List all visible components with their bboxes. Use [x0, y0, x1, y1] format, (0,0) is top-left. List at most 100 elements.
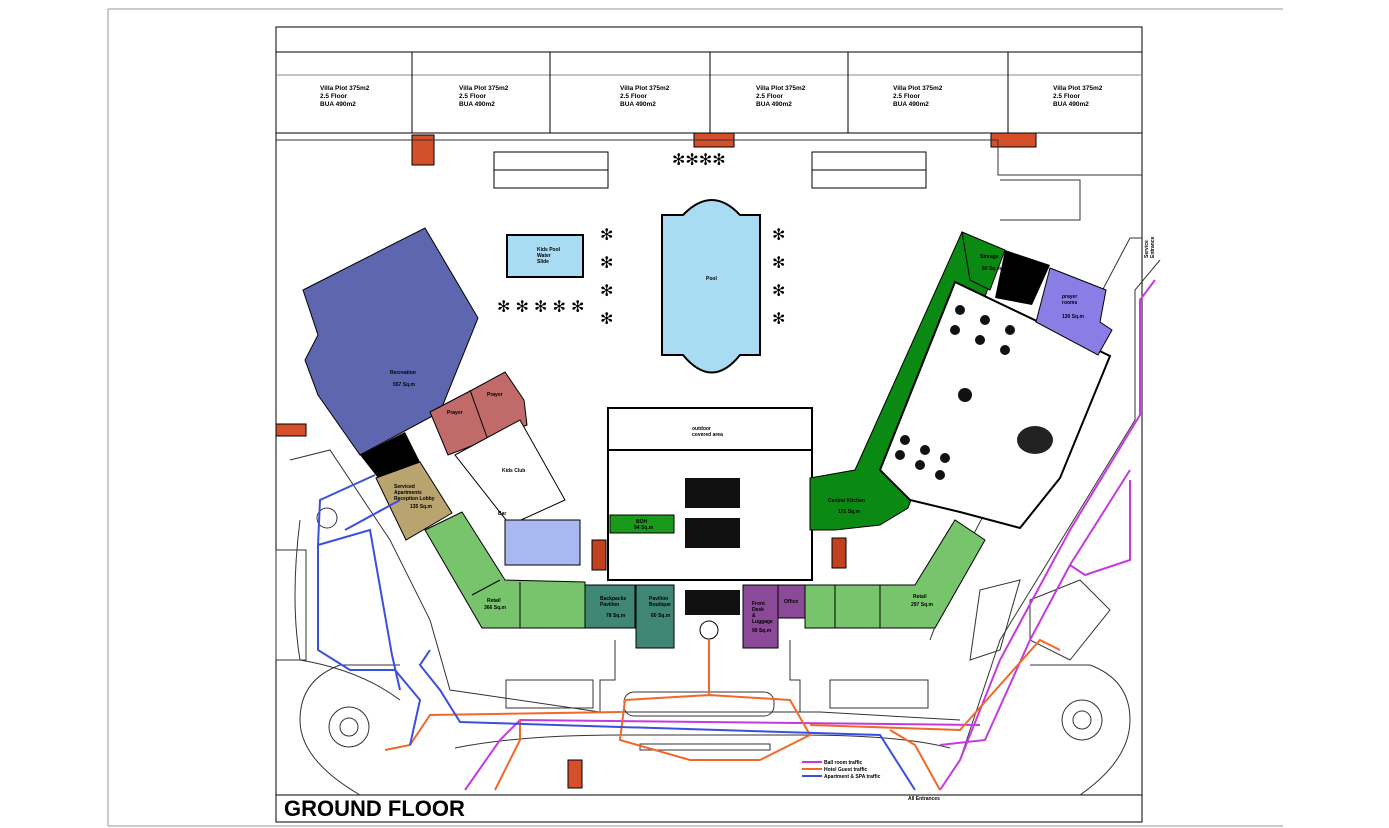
ballroom-centerpiece	[1017, 426, 1053, 454]
storage-label: Storage	[980, 254, 999, 260]
apartment-spa-traffic-route	[317, 474, 916, 791]
svg-text:✻: ✻	[600, 225, 613, 244]
front-desk-area-label: 90 Sq.m	[752, 628, 772, 634]
palm-trees: ✻✻✻✻ ✻✻ ✻✻ ✻✻ ✻✻ ✻ ✻ ✻ ✻ ✻	[497, 150, 785, 328]
legend-apartment-spa-traffic: Apartment & SPA traffic	[824, 774, 881, 780]
kids-club-label: Kids Club	[502, 468, 525, 474]
outdoor-label: outdoor	[692, 426, 711, 432]
room-labels: Kids Pool Water Slide Pool Recreation 55…	[390, 236, 1156, 634]
villa-plot-label: Villa Plot 375m2	[620, 85, 670, 92]
villa-plot-2: Villa Plot 375m2 2.5 Floor BUA 490m2	[459, 85, 509, 108]
serviced-label: Serviced	[394, 484, 415, 490]
boh-area	[609, 514, 675, 534]
cabana-blocks	[493, 151, 927, 189]
villa-plot-label: Villa Plot 375m2	[459, 85, 509, 92]
villa-bua-label: BUA 490m2	[756, 101, 792, 108]
villa-bua-label: BUA 490m2	[620, 101, 656, 108]
villa-plot-3: Villa Plot 375m2 2.5 Floor BUA 490m2	[620, 85, 670, 108]
outdoor-label-2: covered area	[692, 432, 723, 438]
retail-right-label: Retail	[913, 594, 927, 600]
prayer-rooms-area-label: 130 Sq.m	[1062, 314, 1085, 320]
villa-plot-5: Villa Plot 375m2 2.5 Floor BUA 490m2	[893, 85, 943, 108]
villa-floor-label: 2.5 Floor	[620, 93, 648, 100]
serviced-label-3: Reception Lobby	[394, 496, 435, 502]
villa-bua-label: BUA 490m2	[893, 101, 929, 108]
villa-floor-label: 2.5 Floor	[1053, 93, 1081, 100]
svg-text:✻✻✻✻: ✻✻✻✻	[672, 150, 726, 169]
traffic-legend: Ball room traffic Hotel Guest traffic Ap…	[802, 760, 940, 802]
villa-plot-label: Villa Plot 375m2	[893, 85, 943, 92]
prayer-rooms-label: prayer	[1062, 294, 1077, 300]
villa-floor-label: 2.5 Floor	[756, 93, 784, 100]
road-network	[275, 139, 1161, 796]
serviced-label-2: Apartments	[394, 490, 422, 496]
svg-text:✻: ✻	[600, 281, 613, 300]
service-core-right	[995, 250, 1050, 305]
villa-bua-label: BUA 490m2	[320, 101, 356, 108]
storage	[961, 231, 1006, 291]
serviced-area-label: 135 Sq.m	[410, 504, 433, 510]
drawing-title: GROUND FLOOR	[284, 796, 465, 821]
kids-pool-label: Kids Pool	[537, 247, 561, 253]
kids-pool	[506, 234, 584, 278]
front-desk-luggage	[742, 584, 779, 649]
retail-right-area-label: 297 Sq.m	[911, 602, 934, 608]
front-desk-label: Front	[752, 601, 765, 607]
front-desk-label-4: Luggage	[752, 619, 773, 625]
boh-label: BOH	[636, 519, 648, 525]
office	[777, 584, 807, 619]
villa-plot-label: Villa Plot 375m2	[756, 85, 806, 92]
backpacks-label-2: Pavilion	[600, 602, 619, 608]
lounge-feature-1	[685, 478, 740, 508]
front-desk-label-3: &	[752, 613, 756, 619]
retail-right-wing	[804, 519, 986, 629]
ballroom	[878, 280, 1112, 530]
villa-plot-1: Villa Plot 375m2 2.5 Floor BUA 490m2	[320, 85, 370, 108]
prayer-rooms-right	[1035, 267, 1113, 356]
backpacks-area-label: 78 Sq.m	[606, 613, 626, 619]
legend-hotel-guest-traffic: Hotel Guest traffic	[824, 767, 868, 773]
villa-bua-label: BUA 490m2	[1053, 101, 1089, 108]
villa-floor-label: 2.5 Floor	[320, 93, 348, 100]
villa-plot-label: Villa Plot 375m2	[320, 85, 370, 92]
pavilion-boutique	[635, 584, 675, 649]
boutique-area-label: 60 Sq.m	[651, 613, 671, 619]
kids-pool-label-3: Slide	[537, 259, 549, 265]
pool-label: Pool	[706, 276, 717, 282]
svg-text:✻ ✻ ✻ ✻ ✻: ✻ ✻ ✻ ✻ ✻	[497, 297, 584, 316]
svg-text:✻: ✻	[772, 225, 785, 244]
kids-pool-label-2: Water	[537, 253, 551, 259]
svg-text:✻: ✻	[772, 281, 785, 300]
service-entrance-label-2: Entrance	[1150, 236, 1156, 258]
prayer-label-1: Prayer	[447, 410, 463, 416]
stair-core-right	[831, 537, 847, 569]
office-label: Office	[784, 599, 798, 605]
svg-text:✻: ✻	[600, 253, 613, 272]
stair-core-left	[591, 539, 607, 571]
kids-club-area	[454, 419, 566, 526]
villa-bua-label: BUA 490m2	[459, 101, 495, 108]
central-kitchen-label: Central Kitchen	[828, 498, 865, 504]
villa-floor-label: 2.5 Floor	[459, 93, 487, 100]
backpacks-pavilion	[584, 584, 636, 629]
legend-ballroom-traffic: Ball room traffic	[824, 760, 863, 766]
storage-area-label: 60 Sq.m	[982, 266, 1002, 272]
left-lift-lobby	[504, 519, 581, 566]
retail-left-wing	[424, 511, 586, 629]
recreation-area-label: 557 Sq.m	[393, 382, 416, 388]
svg-text:✻: ✻	[772, 309, 785, 328]
svg-text:✻: ✻	[772, 253, 785, 272]
retail-left-area-label: 366 Sq.m	[484, 605, 507, 611]
all-entrances-label: All Entrances	[908, 796, 940, 802]
recreation-label: Recreation	[390, 370, 416, 376]
banquet-tables	[895, 305, 1015, 480]
serviced-apartments-lobby	[375, 461, 453, 541]
main-pool	[661, 199, 761, 374]
villa-plot-label: Villa Plot 375m2	[1053, 85, 1103, 92]
central-kitchen-area-label: 171 Sq.m	[838, 509, 861, 515]
boutique-label: Pavilion	[649, 596, 668, 602]
ballroom-traffic-route	[464, 279, 1156, 791]
lounge-feature-2	[685, 518, 740, 548]
villa-floor-label: 2.5 Floor	[893, 93, 921, 100]
